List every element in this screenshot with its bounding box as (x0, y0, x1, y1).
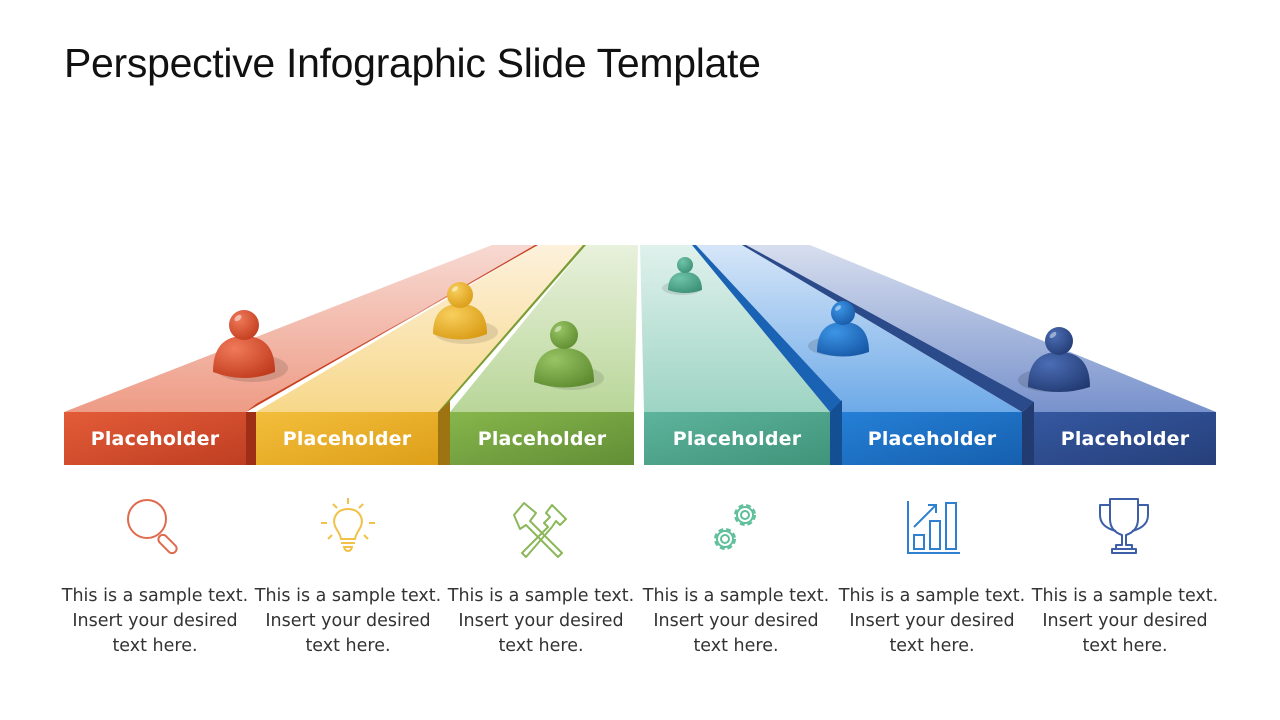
description-line: Insert your desired (849, 611, 1015, 631)
pawn-green-icon (534, 321, 604, 390)
column-6-description: This is a sample text. Insert your desir… (1030, 584, 1220, 659)
pawn-blue-icon (808, 301, 869, 357)
slide-title: Perspective Infographic Slide Template (64, 40, 761, 86)
placeholder-label-6[interactable]: Placeholder (1060, 428, 1190, 450)
column-3-description: This is a sample text. Insert your desir… (446, 584, 636, 659)
description-line: text here. (693, 636, 779, 656)
description-line: Insert your desired (72, 611, 238, 631)
pawn-navy-icon (1018, 327, 1090, 392)
description-line: Insert your desired (265, 611, 431, 631)
hammers-icon (513, 502, 567, 558)
description-line: text here. (889, 636, 975, 656)
column-4-description: This is a sample text. Insert your desir… (641, 584, 831, 659)
pawn-red-icon (213, 310, 288, 382)
description-line: This is a sample text. (1031, 586, 1219, 606)
description-line: Insert your desired (653, 611, 819, 631)
column-5-description: This is a sample text. Insert your desir… (837, 584, 1027, 659)
description-line: text here. (498, 636, 584, 656)
placeholder-label-5[interactable]: Placeholder (867, 428, 997, 450)
description-line: Insert your desired (458, 611, 624, 631)
lane-navy (742, 245, 1216, 465)
pawn-yellow-icon (433, 282, 498, 344)
growth-chart-icon (907, 501, 960, 554)
description-line: This is a sample text. (838, 586, 1026, 606)
placeholder-label-2[interactable]: Placeholder (282, 428, 412, 450)
gears-icon (714, 504, 756, 550)
description-line: text here. (1082, 636, 1168, 656)
description-line: This is a sample text. (447, 586, 635, 606)
description-line: This is a sample text. (61, 586, 249, 606)
description-line: text here. (305, 636, 391, 656)
placeholder-label-1[interactable]: Placeholder (90, 428, 220, 450)
trophy-icon (1099, 498, 1149, 554)
description-line: This is a sample text. (642, 586, 830, 606)
description-line: text here. (112, 636, 198, 656)
placeholder-label-4[interactable]: Placeholder (672, 428, 802, 450)
pawn-teal-icon (662, 257, 702, 295)
magnifier-icon (127, 499, 178, 555)
column-1-description: This is a sample text. Insert your desir… (60, 584, 250, 659)
placeholder-label-3[interactable]: Placeholder (477, 428, 607, 450)
column-2-description: This is a sample text. Insert your desir… (253, 584, 443, 659)
description-line: This is a sample text. (254, 586, 442, 606)
description-line: Insert your desired (1042, 611, 1208, 631)
lightbulb-icon (321, 498, 375, 553)
